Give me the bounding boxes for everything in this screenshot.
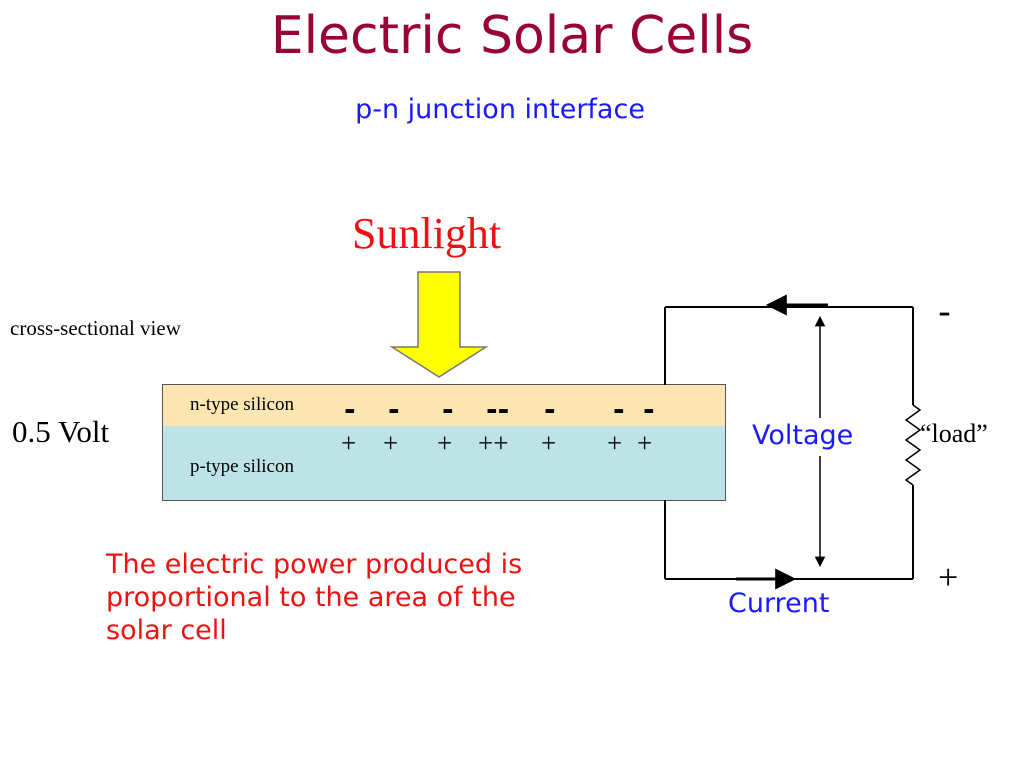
negative-charge: --	[486, 393, 510, 426]
positive-charge: +	[383, 428, 399, 458]
volt-value-label: 0.5 Volt	[12, 414, 110, 449]
voltage-arrow	[760, 315, 880, 568]
n-type-layer	[162, 384, 726, 428]
voltage-label: Voltage	[752, 420, 854, 451]
negative-charge: -	[613, 393, 625, 426]
p-layer-label: p-type silicon	[190, 456, 294, 477]
load-label: “load”	[920, 419, 988, 448]
load-resistor	[904, 404, 922, 486]
positive-charge: +	[541, 428, 557, 458]
cross-section-label: cross-sectional view	[10, 316, 181, 340]
negative-terminal-sign: -	[938, 292, 951, 333]
positive-charge: ++	[478, 428, 509, 458]
negative-charge: -	[442, 393, 454, 426]
circuit-wires	[664, 306, 914, 580]
n-layer-label: n-type silicon	[190, 394, 294, 415]
p-type-layer	[162, 426, 726, 501]
negative-charge: -	[388, 393, 400, 426]
note-line: solar cell	[106, 615, 227, 646]
positive-charge: +	[341, 428, 357, 458]
power-note: The electric power produced is proportio…	[106, 548, 522, 647]
sunlight-label: Sunlight	[352, 209, 502, 258]
negative-charge: -	[544, 393, 556, 426]
positive-charge: +	[437, 428, 453, 458]
slide-subtitle: p-n junction interface	[355, 94, 645, 125]
positive-terminal-sign: +	[938, 557, 959, 597]
negative-charge: -	[643, 393, 655, 426]
slide-title: Electric Solar Cells	[270, 6, 754, 66]
note-line: proportional to the area of the	[106, 582, 516, 613]
current-label: Current	[728, 588, 830, 619]
sunlight-arrow	[389, 271, 489, 378]
positive-charge: +	[607, 428, 623, 458]
note-line: The electric power produced is	[106, 549, 523, 580]
positive-charge: +	[637, 428, 653, 458]
negative-charge: -	[344, 393, 356, 426]
